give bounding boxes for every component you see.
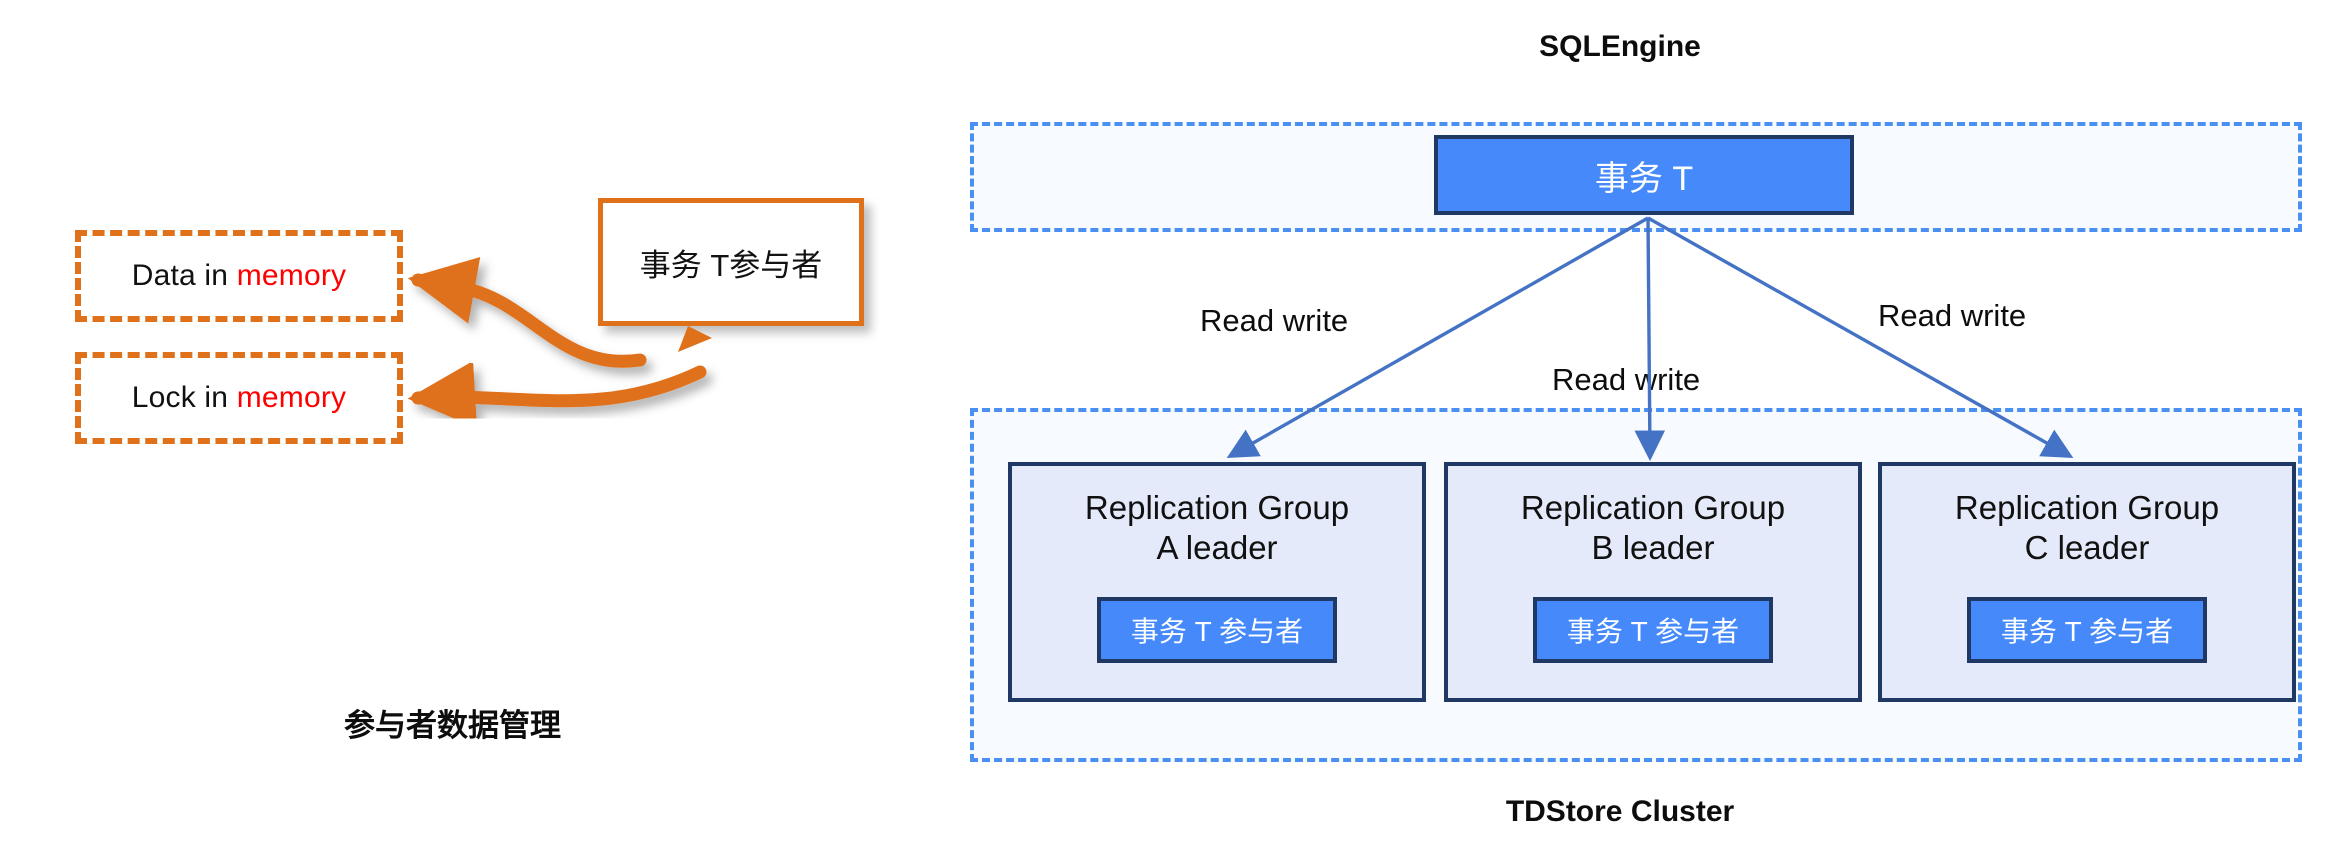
memory-box-data-prefix: Data in <box>131 259 237 292</box>
participant-callout-box: 事务 T参与者 <box>598 198 864 326</box>
memory-box-data: Data in memory <box>75 230 403 322</box>
memory-box-lock-text: Lock in memory <box>132 381 347 415</box>
arrow-to-lock-memory <box>407 360 707 429</box>
left-panel-caption: 参与者数据管理 <box>344 700 561 745</box>
callout-tail <box>678 326 712 352</box>
edge-label-center: Read write <box>1552 362 1700 398</box>
replication-group-a-title: Replication Group A leader <box>1084 489 1350 567</box>
replication-group-a-participant: 事务 T 参与者 <box>1097 596 1337 663</box>
replication-group-c-participant: 事务 T 参与者 <box>1967 596 2207 663</box>
edge-label-center-text: Read write <box>1552 362 1701 397</box>
tdstore-title: TDStore Cluster <box>1470 795 1770 829</box>
replication-group-c-title: Replication Group C leader <box>1954 489 2220 567</box>
edge-label-left-text: Read write <box>1200 303 1349 338</box>
replication-group-c-participant-label: 事务 T 参与者 <box>2000 615 2174 647</box>
memory-box-data-highlight: memory <box>236 259 347 292</box>
participant-callout-label: 事务 T参与者 <box>639 247 823 283</box>
tdstore-title-text: TDStore Cluster <box>1505 795 1735 828</box>
edge-label-left: Read write <box>1200 303 1348 339</box>
edge-label-right-text: Read write <box>1878 298 2027 333</box>
edge-label-right: Read write <box>1878 298 2026 334</box>
memory-box-lock: Lock in memory <box>75 352 403 444</box>
sqlengine-title-text: SQLEngine <box>1539 30 1701 63</box>
replication-group-a-participant-label: 事务 T 参与者 <box>1130 615 1304 647</box>
memory-box-lock-highlight: memory <box>236 381 347 414</box>
transaction-box: 事务 T <box>1434 135 1854 215</box>
transaction-box-label: 事务 T <box>1594 159 1694 198</box>
replication-group-b-title: Replication Group B leader <box>1520 489 1786 567</box>
memory-box-data-text: Data in memory <box>132 259 347 293</box>
replication-group-b: Replication Group B leader 事务 T 参与者 <box>1444 462 1862 702</box>
memory-box-lock-prefix: Lock in <box>131 381 237 414</box>
sqlengine-title: SQLEngine <box>1460 30 1780 64</box>
left-panel-caption-text: 参与者数据管理 <box>344 708 561 743</box>
replication-group-a: Replication Group A leader 事务 T 参与者 <box>1008 462 1426 702</box>
replication-group-b-participant: 事务 T 参与者 <box>1533 596 1773 663</box>
replication-group-c: Replication Group C leader 事务 T 参与者 <box>1878 462 2296 702</box>
replication-group-b-participant-label: 事务 T 参与者 <box>1566 615 1740 647</box>
